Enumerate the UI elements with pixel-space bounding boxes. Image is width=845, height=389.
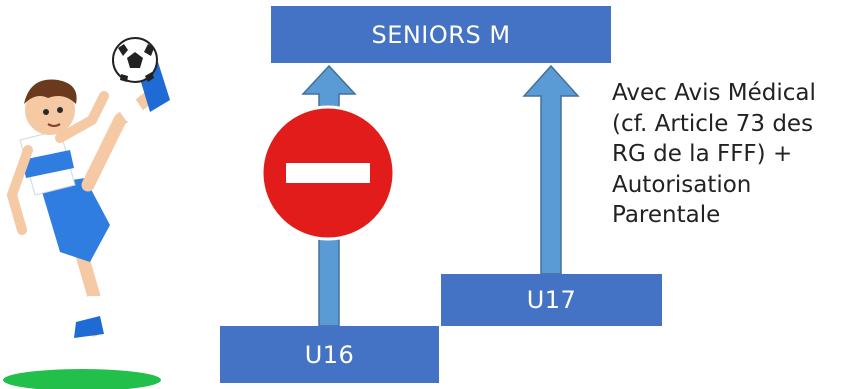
u16-box: U16 <box>220 326 439 383</box>
condition-note-line: (cf. Article 73 des <box>612 110 814 137</box>
u17-box: U17 <box>441 274 662 326</box>
u17-label: U17 <box>526 286 577 314</box>
condition-note-line: RG de la FFF) + <box>612 141 793 167</box>
no-entry-sign-icon <box>260 105 396 241</box>
condition-note-line: Autorisation <box>612 171 752 198</box>
soccer-player-illustration <box>3 62 170 389</box>
seniors-m-box: SENIORS M <box>271 6 611 63</box>
soccer-ball-icon <box>112 37 158 83</box>
seniors-m-label: SENIORS M <box>371 20 511 49</box>
condition-note-line: Avec Avis Médical <box>612 80 816 106</box>
condition-note-line: Parentale <box>612 202 721 228</box>
condition-note: Avec Avis Médical (cf. Article 73 des RG… <box>612 78 845 231</box>
u16-label: U16 <box>304 340 355 369</box>
arrow-u17-to-seniors <box>522 64 580 275</box>
